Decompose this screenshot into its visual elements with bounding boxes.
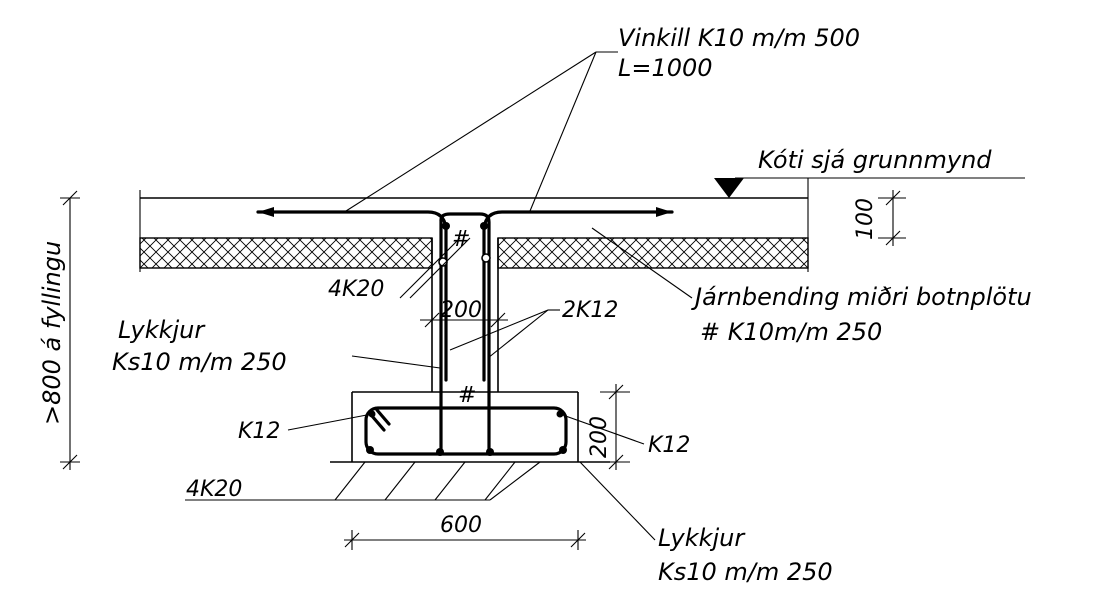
- lykkjur-bottom-label-line1: Lykkjur: [658, 524, 746, 552]
- hash-mark-top: #: [452, 227, 470, 252]
- k20-top-label: 4K20: [328, 277, 384, 302]
- dimension-600: [344, 530, 586, 550]
- fylling-label: >800 á fyllingu: [38, 241, 66, 425]
- dimension-fylling: [60, 190, 80, 470]
- dim-200-footing-label: 200: [587, 416, 612, 458]
- footing: [330, 391, 610, 463]
- dim-100-label: 100: [853, 198, 878, 240]
- k12-wall-label: 2K12: [562, 298, 618, 323]
- jarnbending-label-line2: # K10m/m 250: [700, 318, 882, 346]
- ground-hatch: [185, 461, 541, 501]
- lykkjur-top-label-line2: Ks10 m/m 250: [112, 348, 287, 376]
- dimension-200-wall: [420, 312, 508, 328]
- vinkill-label-line1: Vinkill K10 m/m 500: [618, 24, 860, 52]
- footing-stirrup: [364, 406, 568, 456]
- k20-bottom-label: 4K20: [186, 477, 242, 502]
- wall-rebar-dots: [438, 222, 491, 267]
- k12-left-label: K12: [238, 419, 280, 444]
- hash-mark-bottom: #: [458, 383, 476, 408]
- vinkill-label-line2: L=1000: [618, 54, 713, 82]
- dimension-100: [878, 190, 906, 246]
- k12-right-label: K12: [648, 433, 690, 458]
- leader-lines: [287, 51, 1025, 541]
- level-marker-icon: [714, 178, 744, 198]
- dim-600-label: 600: [440, 513, 482, 538]
- foundation-wall: [431, 238, 499, 392]
- insulation-left: [139, 237, 433, 269]
- lykkjur-bottom-label-line2: Ks10 m/m 250: [658, 558, 833, 586]
- insulation-right: [497, 237, 809, 269]
- koti-label: Kóti sjá grunnmynd: [758, 146, 992, 174]
- angle-bars: [256, 207, 674, 230]
- dimension-200-footing: [600, 384, 630, 470]
- lykkjur-top-label-line1: Lykkjur: [118, 316, 206, 344]
- jarnbending-label-line1: Járnbending miðri botnplötu: [691, 283, 1032, 311]
- dim-200-wall-label: 200: [440, 298, 482, 323]
